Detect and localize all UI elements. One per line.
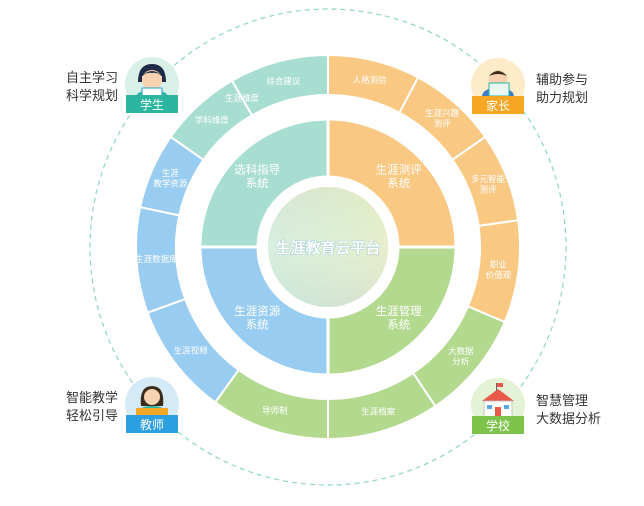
student-badge-label: 学生 <box>140 97 164 112</box>
system-quadrant-3 <box>326 245 458 377</box>
ring-gap <box>176 95 480 399</box>
system-quadrant-2 <box>326 117 458 249</box>
system-quadrant-1-label-line-1: 选科指导 <box>234 163 280 177</box>
student-description: 自主学习 科学规划 <box>60 70 118 106</box>
outer-segment-4-label-line-2: 测评 <box>480 185 498 195</box>
student-desc-line-2: 科学规划 <box>65 89 118 104</box>
system-quadrant-2-label-line-1: 生涯测评 <box>376 163 422 177</box>
school-role: 学校 <box>471 378 525 434</box>
teacher-badge-label: 教师 <box>140 417 164 432</box>
system-quadrant-1 <box>198 117 330 249</box>
system-quadrant-2-label-line-2: 系统 <box>387 176 410 190</box>
school-badge-label: 学校 <box>486 418 510 433</box>
system-quadrant-4-label-line-2: 系统 <box>246 318 269 332</box>
parent-icon <box>482 70 514 97</box>
outer-segment-13 <box>231 80 253 116</box>
school-desc-line-2: 大数据分析 <box>536 412 602 427</box>
outer-segment-12-label-line-1: 学科维度 <box>195 115 230 126</box>
outer-segment-11-label-line-2: 教学资源 <box>153 179 188 190</box>
parent-description: 辅助参与 助力规划 <box>536 72 588 108</box>
outer-segment-6-label-line-1: 大数据 <box>448 346 474 357</box>
outer-segment-5-label-line-2: 价值观 <box>486 270 512 281</box>
parent-desc-line-1: 辅助参与 <box>536 73 589 88</box>
outer-segment-10-label-line-1: 生涯数据库 <box>135 254 178 265</box>
school-badge <box>472 416 524 434</box>
outer-segment-8-label-line-1: 导师制 <box>262 406 288 417</box>
system-quadrant-3-label-line-1: 生涯管理 <box>376 304 422 318</box>
student-desc-line-1: 自主学习 <box>65 71 118 86</box>
outer-segment-13-label-line-1: 生涯维度 <box>225 93 260 104</box>
parent-desc-line-2: 助力规划 <box>536 91 589 106</box>
outer-segment-5-label-line-1: 职业 <box>490 259 507 270</box>
center-title: 生涯教育云平台 <box>275 239 380 257</box>
teacher-icon <box>136 386 168 416</box>
system-quadrant-3-label-line-2: 系统 <box>387 318 410 332</box>
system-quadrant-1-label-line-2: 系统 <box>246 176 269 190</box>
school-description: 智慧管理 大数据分析 <box>536 393 601 429</box>
center-disc-overlay <box>268 187 388 307</box>
parent-role: 家长 <box>471 58 525 114</box>
school-desc-line-1: 智慧管理 <box>536 394 589 409</box>
teacher-role: 教师 <box>125 377 179 433</box>
system-quadrant-4 <box>198 245 330 377</box>
outer-segment-6-label-line-2: 分析 <box>452 357 470 368</box>
outer-segment-1-label-line-1: 综合建议 <box>266 76 301 87</box>
outer-segment-11-label-line-1: 生涯 <box>162 168 180 179</box>
teacher-description: 智能教学 轻松引导 <box>60 390 118 426</box>
teacher-badge <box>126 415 178 433</box>
system-quadrant-4-label-line-1: 生涯资源 <box>234 304 280 318</box>
outer-segment-3-label-line-2: 测评 <box>433 119 451 129</box>
outer-segment-2-label-line-1: 人格测验 <box>353 75 388 86</box>
outer-segment-4-label-line-1: 多元智能 <box>471 174 506 185</box>
dashed-orbit <box>89 8 567 486</box>
outer-segment-7-label-line-1: 生涯档案 <box>361 407 396 418</box>
outer-segment-9-label-line-1: 生涯视频 <box>174 346 209 357</box>
teacher-desc-line-1: 智能教学 <box>65 391 118 406</box>
parent-badge <box>472 96 524 114</box>
school-building-icon <box>482 383 514 418</box>
teacher-desc-line-2: 轻松引导 <box>65 409 118 424</box>
student-badge <box>126 95 178 113</box>
outer-ring: 综合建议人格测验生涯兴趣测评多元智能测评职业价值观大数据分析生涯档案导师制生涯视… <box>135 53 521 441</box>
parent-badge-label: 家长 <box>486 98 510 113</box>
student-role: 学生 <box>125 57 179 113</box>
outer-segment-3-label-line-1: 生涯兴趣 <box>425 108 460 119</box>
